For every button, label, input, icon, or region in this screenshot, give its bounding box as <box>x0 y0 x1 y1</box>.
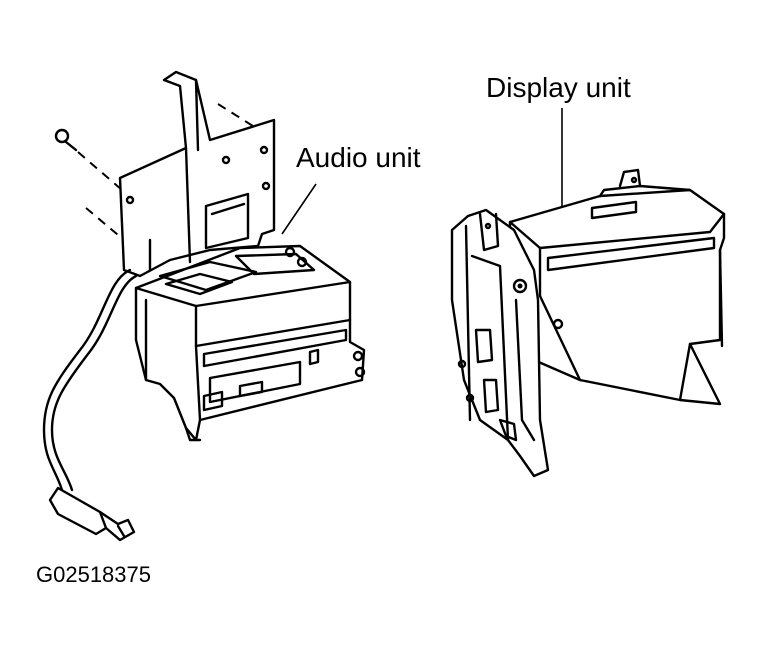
audio-unit-body <box>134 244 366 442</box>
audio-mounting-bracket <box>118 70 276 278</box>
display-unit-label: Display unit <box>486 72 631 103</box>
wire-harness <box>42 268 138 542</box>
display-unit-assembly <box>450 108 726 478</box>
install-guide-line <box>85 207 125 241</box>
display-unit-body <box>508 168 726 406</box>
mounting-bolt <box>54 128 123 191</box>
figure-code: G02518375 <box>36 562 151 587</box>
display-mounting-bracket <box>450 208 550 478</box>
audio-unit-leader-line <box>281 183 317 235</box>
audio-unit-label: Audio unit <box>296 142 421 173</box>
audio-unit-assembly <box>42 70 366 542</box>
